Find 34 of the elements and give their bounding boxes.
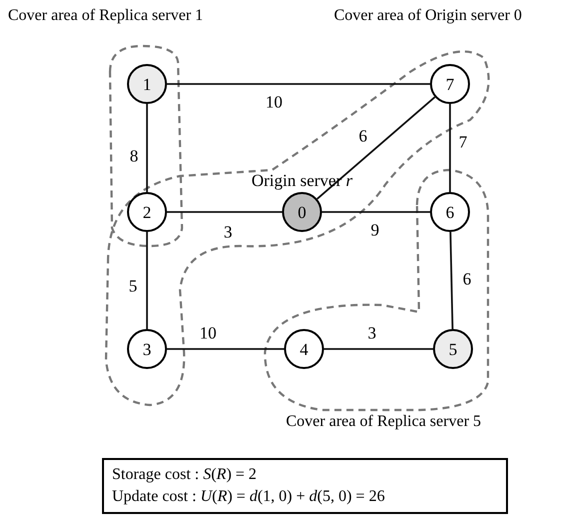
edge-line bbox=[167, 348, 284, 350]
edge-label: 8 bbox=[130, 148, 138, 164]
server-node: 1 bbox=[127, 64, 167, 104]
server-node: 6 bbox=[430, 192, 470, 232]
edge-label: 9 bbox=[370, 222, 380, 238]
area-label: Cover area of Replica server 5 bbox=[286, 412, 482, 432]
cost-formula: Update cost : U(R) = d(1, 0) + d(5, 0) = 26 bbox=[112, 487, 386, 507]
server-node: 2 bbox=[127, 192, 167, 232]
edge-line bbox=[322, 211, 430, 213]
edge-line bbox=[167, 211, 282, 213]
edge-line bbox=[449, 104, 451, 192]
edge-label: 3 bbox=[224, 224, 232, 240]
area-label: Cover area of Replica server 1 bbox=[8, 6, 204, 26]
edge-label: 5 bbox=[128, 278, 138, 294]
edge-label: 3 bbox=[368, 324, 376, 342]
edge-line bbox=[324, 348, 433, 350]
server-node: 3 bbox=[127, 329, 167, 369]
server-node: 5 bbox=[433, 329, 473, 369]
edge-label: 6 bbox=[358, 128, 368, 144]
cost-formula: Storage cost : S(R) = 2 bbox=[112, 465, 258, 485]
edge-line bbox=[146, 104, 148, 192]
edge-line bbox=[316, 96, 436, 200]
server-node: 0 bbox=[282, 192, 322, 232]
cost-box bbox=[102, 458, 508, 514]
edge-label: 6 bbox=[462, 270, 472, 288]
edge-line bbox=[167, 83, 430, 85]
edge-label: 10 bbox=[266, 94, 282, 110]
edge-line bbox=[146, 232, 148, 329]
edge-label: 10 bbox=[200, 324, 216, 342]
edge-label: 7 bbox=[458, 134, 468, 150]
server-node: 4 bbox=[284, 329, 324, 369]
server-node: 7 bbox=[430, 64, 470, 104]
edge-line bbox=[450, 232, 454, 330]
area-label: Cover area of Origin server 0 bbox=[334, 6, 522, 26]
